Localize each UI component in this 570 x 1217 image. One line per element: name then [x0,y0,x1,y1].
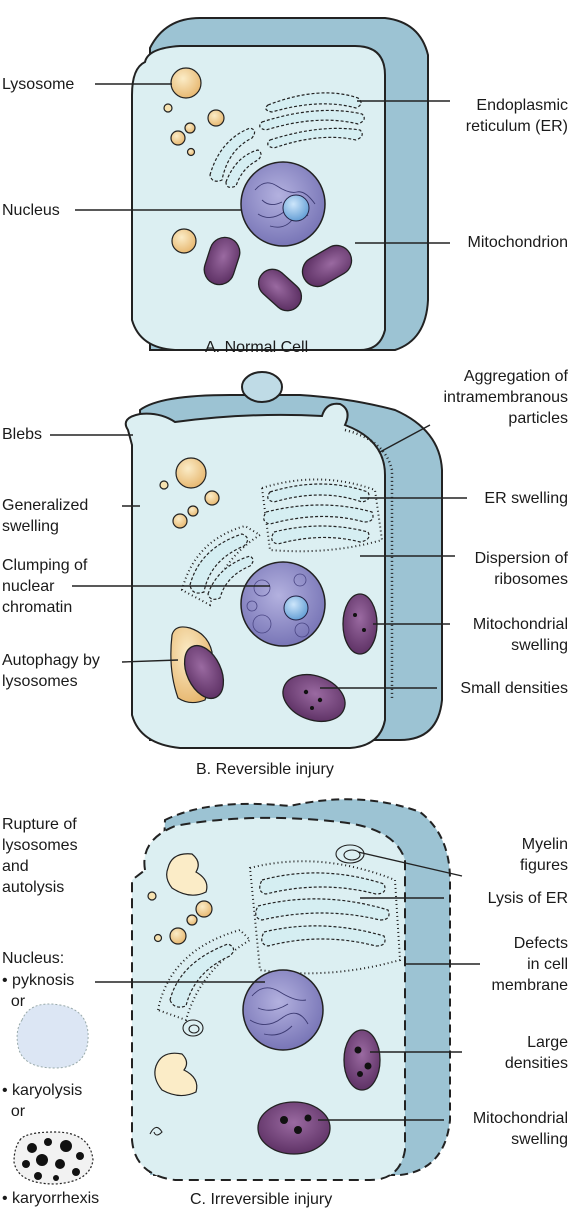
small-densities [303,613,366,710]
mitochondria-c [257,1029,381,1155]
er-c [156,860,402,1022]
label-defects-membrane: Defects in cell membrane [491,935,568,994]
label-pyknosis: • pyknosis or [2,972,75,1010]
label-large-densities: Large densities [504,1034,568,1072]
leader-lines-c [95,851,480,1121]
panel-c-irreversible-injury [13,798,480,1185]
panel-b-reversible-injury [50,371,467,749]
label-rupture-lysosomes: Rupture of lysosomes and autolysis [2,816,78,896]
label-karyolysis: • karyolysis or [2,1082,83,1120]
label-er-swelling: ER swelling [484,490,568,507]
label-lysis-er: Lysis of ER [487,890,568,907]
label-karyorrhexis: • karyorrhexis [2,1190,100,1207]
nucleus-a [240,161,326,247]
label-mitochondrial-swelling-c: Mitochondrial swelling [472,1110,568,1148]
mitochondria-a [203,236,353,312]
er-b [180,478,384,607]
bleb-top [241,371,283,403]
caption-c: C. Irreversible injury [190,1191,333,1208]
label-dispersion-ribosomes: Dispersion of ribosomes [474,550,568,588]
label-myelin-figures: Myelin figures [519,836,568,874]
karyorrhexis-fragments [22,1138,84,1181]
nucleus-c [242,969,324,1051]
leader-lines-a [75,83,450,244]
label-nucleus-heading: Nucleus: [2,950,65,967]
mitochondria-b [183,593,378,723]
er-a [209,92,365,188]
lysosomes-c [147,853,213,1097]
label-autophagy: Autophagy by lysosomes [2,652,100,690]
label-nucleus: Nucleus [2,202,60,219]
label-endoplasmic-reticulum: Endoplasmic reticulum (ER) [465,97,568,135]
panel-a-normal-cell [75,17,450,351]
label-mitochondrion: Mitochondrion [467,234,569,251]
nucleus-b [240,561,326,647]
aggregation-dots [344,428,394,700]
karyolysis-shape [16,1003,89,1069]
label-small-densities: Small densities [460,680,568,697]
label-clumping-chromatin: Clumping of nuclear chromatin [2,557,88,616]
label-lysosome: Lysosome [2,76,75,93]
caption-b: B. Reversible injury [196,761,334,778]
caption-a: A. Normal Cell [205,339,309,356]
label-aggregation: Aggregation of intramembranous particles [443,368,569,427]
label-blebs: Blebs [2,426,43,443]
large-densities [280,1046,372,1134]
label-mitochondrial-swelling-b: Mitochondrial swelling [472,616,568,654]
lysosomes-a [163,67,225,254]
label-generalized-swelling: Generalized swelling [2,497,89,535]
leader-lines-b [50,424,467,689]
